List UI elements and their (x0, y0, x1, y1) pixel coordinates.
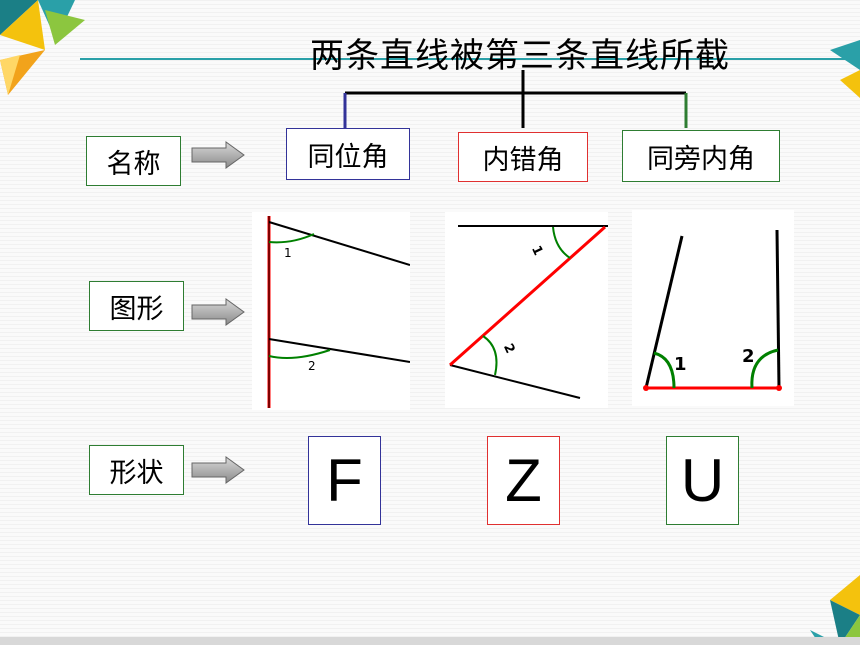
shape-letter-f: F (308, 436, 381, 525)
angle-label-1: 1 (528, 243, 545, 258)
row-label-shape: 形状 (89, 445, 184, 495)
corner-decoration-top-left (0, 0, 85, 95)
arrow-icon (191, 141, 245, 169)
angle-label-2: 2 (742, 346, 755, 367)
name-box-corresponding-angles: 同位角 (286, 128, 410, 180)
angle-label-1: 1 (284, 246, 292, 260)
figure-alternate-angles: 1 2 (445, 212, 608, 408)
shape-letter-z: Z (487, 436, 560, 525)
row-label-figure: 图形 (89, 281, 184, 331)
figure-corresponding-angles: 1 2 (252, 212, 410, 410)
angle-label-1: 1 (674, 354, 687, 375)
title-underline (80, 58, 860, 60)
corner-decoration-bottom-right (810, 575, 860, 645)
arrow-icon (191, 298, 245, 326)
name-box-alternate-angles: 内错角 (458, 132, 588, 182)
bottom-bar (0, 637, 860, 645)
figure-interior-angles: 1 2 (632, 210, 794, 406)
angle-label-2: 2 (500, 341, 517, 356)
arrow-icon (191, 456, 245, 484)
page-title: 两条直线被第三条直线所截 (310, 36, 730, 76)
row-label-name: 名称 (86, 136, 181, 186)
category-tree-lines (343, 70, 688, 128)
shape-letter-u: U (666, 436, 739, 525)
angle-label-2: 2 (308, 359, 316, 373)
corner-decoration-top-right (830, 40, 860, 98)
name-box-interior-angles: 同旁内角 (622, 130, 780, 182)
